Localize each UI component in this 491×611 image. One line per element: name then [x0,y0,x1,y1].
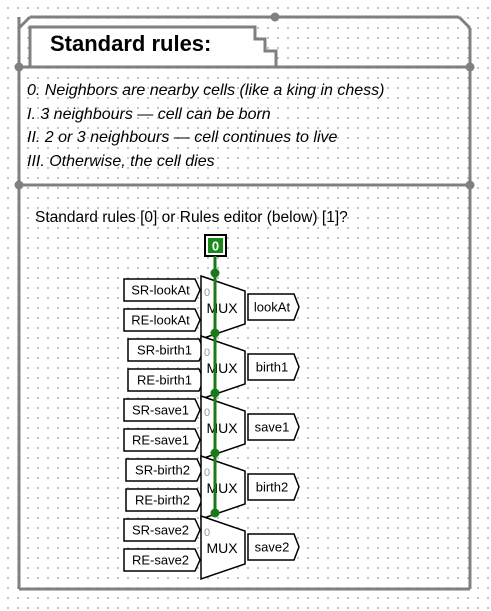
output-pin: save2 [247,533,300,561]
input-pin-a[interactable]: SR-lookAt [123,278,201,302]
input-pin-a-label: SR-birth1 [137,343,192,358]
wire-junction [210,328,220,338]
mux-rows: SR-lookAtRE-lookAtMUX0lookAtSR-birth1RE-… [123,274,300,581]
rule-1: I. 3 neighbours — cell can be born [27,106,271,123]
question-text: Standard rules [0] or Rules editor (belo… [35,209,348,226]
input-pin-a-label: SR-save1 [132,403,189,418]
rules-list: 0. Neighbors are nearby cells (like a ki… [27,82,385,170]
wire-junction [210,268,220,278]
input-pin-b-label: RE-save2 [132,553,189,568]
mux-label: MUX [206,360,238,376]
output-pin-label: birth1 [256,360,289,375]
junction-dot [270,12,280,22]
title-box: Standard rules: [28,25,278,69]
input-pin-b-label: RE-save1 [132,433,189,448]
input-pin-a[interactable]: SR-birth2 [125,458,203,482]
output-pin: birth2 [247,473,300,501]
output-pin-label: save2 [255,540,290,555]
wire-junction [210,508,220,518]
mux-label: MUX [206,480,238,496]
input-pin-b-label: RE-lookAt [131,313,190,328]
rule-0: 0. Neighbors are nearby cells (like a ki… [27,82,385,99]
input-pin-b[interactable]: RE-birth2 [125,488,203,512]
output-pin-label: birth2 [256,480,289,495]
output-pin-label: save1 [255,420,290,435]
mux-label: MUX [206,300,238,316]
mux-select-label: 0 [204,467,210,479]
junction-dot [465,180,475,190]
rule-2: II. 2 or 3 neighbours — cell continues t… [27,129,337,146]
input-pin-a[interactable]: SR-save1 [123,398,201,422]
mux-label: MUX [206,540,238,556]
output-pin: save1 [247,413,300,441]
selector-value: 0 [212,239,219,254]
rule-3: III. Otherwise, the cell dies [27,153,215,170]
mux-select-label: 0 [204,287,210,299]
junction-dot [14,180,24,190]
mux-select-label: 0 [204,347,210,359]
output-pin: lookAt [247,293,300,321]
mux-select-label: 0 [204,527,210,539]
main-frame [14,12,475,591]
title-text: Standard rules: [50,31,211,56]
selector-constant[interactable]: 0 [204,234,227,257]
input-pin-b[interactable]: RE-save2 [123,548,201,572]
mux-label: MUX [206,420,238,436]
wire-junction [210,388,220,398]
input-pin-b[interactable]: RE-save1 [123,428,201,452]
input-pin-b-label: RE-birth2 [135,493,190,508]
input-pin-a[interactable]: SR-birth1 [127,338,205,362]
input-pin-a[interactable]: SR-save2 [123,518,201,542]
output-pin: birth1 [247,353,300,381]
junction-dot [14,62,24,72]
output-pin-label: lookAt [254,300,291,315]
input-pin-b[interactable]: RE-lookAt [123,308,201,332]
input-pin-a-label: SR-lookAt [131,283,190,298]
input-pin-b[interactable]: RE-birth1 [127,368,205,392]
junction-dot [465,62,475,72]
input-pin-b-label: RE-birth1 [137,373,192,388]
mux-select-label: 0 [204,407,210,419]
select-wire [210,256,220,518]
input-pin-a-label: SR-birth2 [135,463,190,478]
wire-junction [210,448,220,458]
input-pin-a-label: SR-save2 [132,523,189,538]
